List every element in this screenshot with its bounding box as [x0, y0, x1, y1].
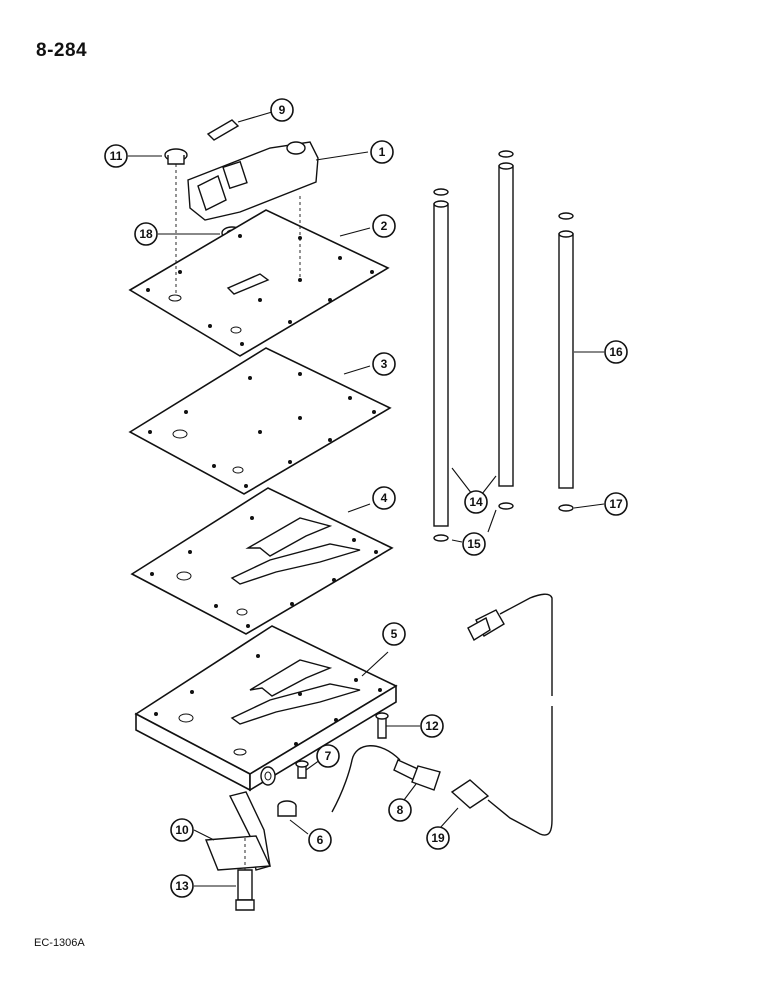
callout-3: 3 [372, 352, 396, 376]
svg-text:10: 10 [175, 823, 189, 837]
sensor-part [331, 745, 441, 813]
callout-1: 1 [370, 140, 394, 164]
svg-text:1: 1 [379, 145, 386, 159]
callout-14: 14 [464, 490, 488, 514]
svg-text:16: 16 [609, 345, 623, 359]
valve-body-part [187, 141, 369, 221]
callout-16: 16 [604, 340, 628, 364]
callout-8: 8 [388, 798, 412, 822]
callout-7: 7 [316, 744, 340, 768]
svg-text:15: 15 [467, 537, 481, 551]
svg-text:5: 5 [391, 627, 398, 641]
callout-4: 4 [372, 486, 396, 510]
callout-2: 2 [372, 214, 396, 238]
callout-18: 18 [134, 222, 158, 246]
svg-text:17: 17 [609, 497, 623, 511]
figure-code: EC-1306A [34, 937, 85, 949]
svg-text:2: 2 [381, 219, 388, 233]
svg-text:9: 9 [279, 103, 286, 117]
plate-2 [128, 209, 390, 357]
svg-text:14: 14 [469, 495, 483, 509]
callout-9: 9 [270, 98, 294, 122]
plate-5 [134, 625, 398, 792]
callout-10: 10 [170, 818, 194, 842]
svg-text:6: 6 [317, 833, 324, 847]
plate-3 [128, 347, 392, 495]
callout-11: 11 [104, 144, 128, 168]
plug-part [128, 148, 188, 165]
callout-12: 12 [420, 714, 444, 738]
harness-part [439, 593, 553, 836]
svg-text:12: 12 [425, 719, 439, 733]
callout-19: 19 [426, 826, 450, 850]
callout-15: 15 [462, 532, 486, 556]
callout-13: 13 [170, 874, 194, 898]
svg-text:11: 11 [110, 149, 123, 163]
svg-text:4: 4 [381, 491, 388, 505]
bolt-part [194, 838, 255, 911]
svg-text:7: 7 [325, 749, 332, 763]
bracket-part [193, 791, 272, 871]
svg-text:18: 18 [139, 227, 153, 241]
svg-text:19: 19 [431, 831, 445, 845]
screw-part-12 [375, 712, 420, 739]
page-number: 8-284 [36, 40, 88, 61]
callout-6: 6 [308, 828, 332, 852]
svg-text:3: 3 [381, 357, 388, 371]
screw-part [295, 759, 321, 779]
svg-text:8: 8 [397, 803, 404, 817]
clip-part [206, 111, 273, 141]
svg-text:13: 13 [175, 879, 189, 893]
nut-part [277, 800, 309, 835]
plate-4 [130, 487, 394, 635]
rods-group [433, 150, 605, 543]
callout-5: 5 [382, 622, 406, 646]
callout-17: 17 [604, 492, 628, 516]
